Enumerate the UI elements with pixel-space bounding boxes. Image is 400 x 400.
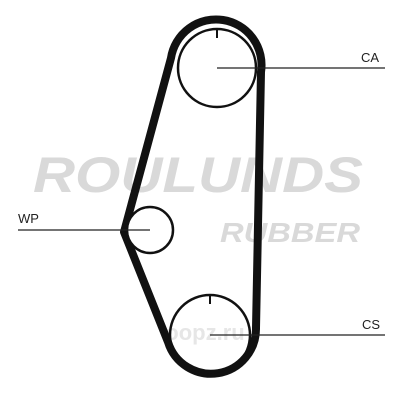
watermark-line1: ROULUNDS: [33, 147, 363, 203]
water-pump-label: WP: [18, 211, 39, 226]
watermark-line2: RUBBER: [220, 217, 361, 248]
crankshaft-label: CS: [362, 317, 381, 332]
water-pump-pulley: [18, 205, 175, 255]
camshaft-label: CA: [361, 50, 380, 65]
watermark-site: oopz.ru: [165, 320, 244, 345]
crankshaft-pulley: [168, 293, 385, 377]
roulunds-rubber-watermark: ROULUNDS RUBBER oopz.ru: [33, 147, 363, 345]
camshaft-pulley: [176, 27, 385, 109]
